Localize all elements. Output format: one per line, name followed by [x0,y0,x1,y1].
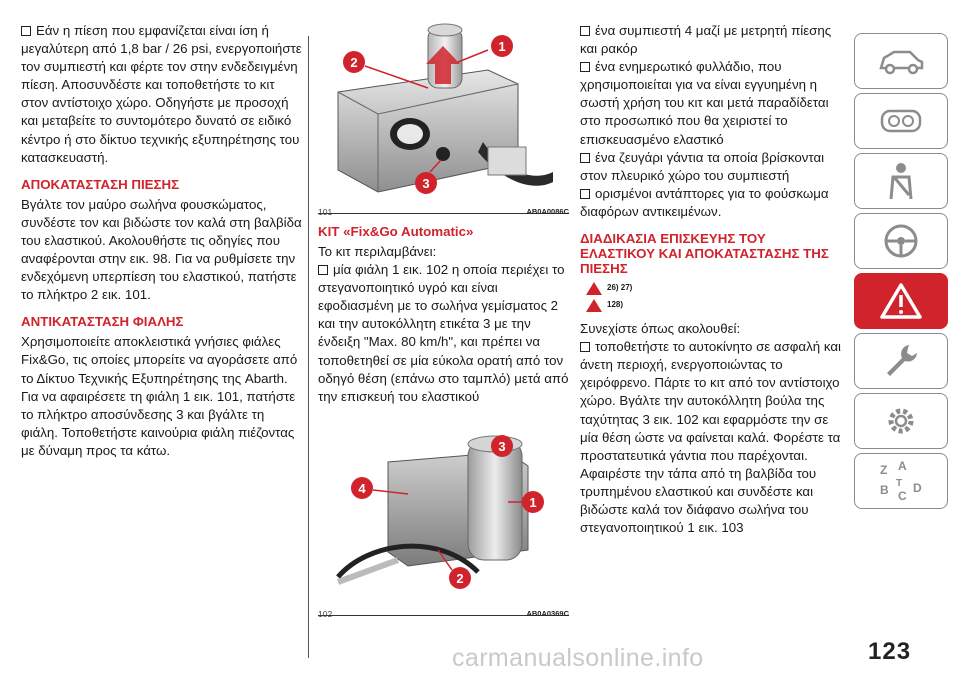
dashboard-icon [880,109,922,133]
wrench-icon [887,345,917,376]
callout-1: 1 [498,39,505,54]
seatbelt-icon [889,163,913,200]
checkbox-icon [580,152,590,163]
warning-ref-1: 26) 27) [586,280,842,297]
svg-text:B: B [880,483,889,497]
tab-technical-data[interactable] [854,393,948,449]
svg-text:D: D [913,481,922,495]
figure-101-caption: 101 AB0A0086C [318,205,569,219]
warning-triangle-icon [586,282,602,296]
checkbox-icon [580,62,590,73]
heading-pressure-restore: ΑΠΟΚΑΤΑΣΤΑΣΗ ΠΙΕΣΗΣ [21,176,180,192]
checkbox-icon [580,188,590,199]
callout-3: 3 [422,176,429,191]
kit-item-compressor: ένα συμπιεστή 4 μαζί με μετρητή πίεσης κ… [580,23,832,57]
kit-item-adapters: ορισμένοι αντάπτορες για το φούσκωμα δια… [580,185,829,219]
column-left: Εάν η πίεση που εμφανίζεται είναι ίση ή … [21,22,303,460]
tab-car[interactable] [854,33,948,89]
figure-code: AB0A0369C [526,608,569,618]
gear-icon [888,408,914,434]
figure-102-caption: 102 AB0A0369C [318,607,569,621]
callout-4: 4 [358,481,366,496]
tab-dashboard[interactable] [854,93,948,149]
tab-emergency[interactable] [854,273,948,329]
callout-3: 3 [498,439,505,454]
figure-number: 102 [318,608,333,619]
checkbox-icon [21,26,31,36]
figure-102: 3 1 4 2 102 AB0A0369C [318,431,569,619]
kit-intro: Το κιτ περιλαμβάνει: [318,244,437,259]
figure-code: AB0A0086C [526,207,569,217]
figure-101: 1 2 3 101 AB0A0086C [318,22,569,217]
column-middle: 1 2 3 101 AB0A0086C ΚΙΤ «Fix&Go Automati… [318,22,569,619]
watermark: carmanualsonline.info [452,644,704,672]
checkbox-icon [318,265,328,276]
tab-safety[interactable] [854,153,948,209]
warning-triangle-icon [880,283,922,319]
tab-maintenance[interactable] [854,333,948,389]
page-number: 123 [868,638,912,665]
checkbox-icon [580,342,590,353]
column-divider [308,36,309,658]
kit-item-leaflet: ένα ενημερωτικό φυλλάδιο, που χρησιμοποι… [580,59,829,147]
kit-photo: 3 1 4 2 [318,431,569,600]
heading-cartridge-replace: ΑΝΤΙΚΑΤΑΣΤΑΣΗ ΦΙΑΛΗΣ [21,314,184,330]
svg-text:Z: Z [880,463,887,477]
heading-repair-procedure: ΔΙΑΔΙΚΑΣΙΑ ΕΠΙΣΚΕΥΗΣ ΤΟΥ ΕΛΑΣΤΙΚΟΥ ΚΑΙ Α… [580,231,829,277]
figure-number: 101 [318,207,333,218]
car-icon [879,50,924,75]
tab-driving[interactable] [854,213,948,269]
svg-text:A: A [898,459,907,473]
warning-ref-2: 128) [586,297,842,314]
warning-triangle-icon [586,299,602,313]
callout-1: 1 [529,495,536,510]
procedure-step: τοποθετήστε το αυτοκίνητο σε ασφαλή και … [580,339,841,536]
compressor-photo: 1 2 3 [318,22,569,198]
intro-paragraph: Εάν η πίεση που εμφανίζεται είναι ίση ή … [21,23,302,165]
callout-2: 2 [350,55,357,70]
procedure-intro: Συνεχίστε όπως ακολουθεί: [580,321,741,337]
cartridge-paragraph: Χρησιμοποιείτε αποκλειστικά γνήσιες φιάλ… [21,334,298,458]
kit-item-cartridge: μία φιάλη 1 εικ. 102 η οποία περιέχει το… [318,262,569,404]
checkbox-icon [580,26,590,36]
pressure-paragraph: Βγάλτε τον μαύρο σωλήνα φουσκώματος, συν… [21,196,302,303]
callout-2: 2 [456,571,463,586]
heading-kit: ΚΙΤ «Fix&Go Automatic» [318,224,474,239]
svg-text:T: T [896,478,902,489]
svg-text:C: C [898,489,907,503]
steering-wheel-icon [884,224,918,258]
column-right: ένα συμπιεστή 4 μαζί με μετρητή πίεσης κ… [580,22,842,537]
kit-item-gloves: ένα ζευγάρι γάντια τα οποία βρίσκονται σ… [580,149,825,183]
